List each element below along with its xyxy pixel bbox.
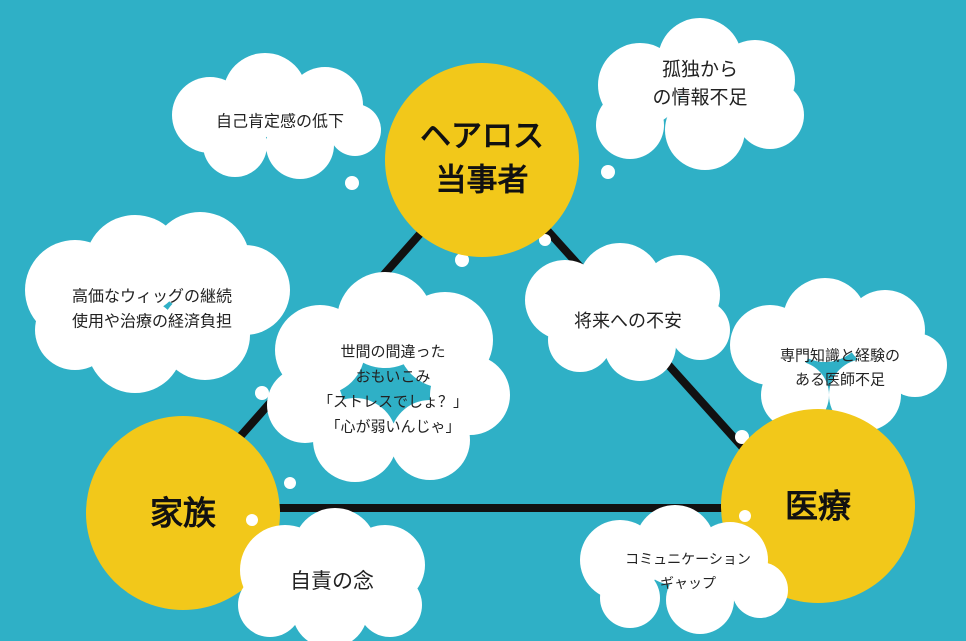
cloud-misconception-line-4: 「心が弱いんじゃ」 — [325, 418, 460, 436]
node-family: 家族 — [86, 416, 280, 610]
cloud-doctor-shortage-line-2: ある医師不足 — [795, 371, 885, 389]
cloud-misconception — [267, 253, 510, 489]
cloud-communication-gap-line-2: ギャップ — [660, 576, 716, 592]
cloud-wig-cost-line-2: 使用や治療の経済負担 — [72, 312, 232, 331]
cloud-future-line-1: 将来への不安 — [574, 311, 682, 332]
cloud-misconception-line-1: 世間の間違った — [340, 343, 445, 361]
cloud-self-esteem-line-1: 自己肯定感の低下 — [216, 112, 344, 131]
node-patient-line-1: ヘアロス — [420, 119, 544, 155]
cloud-communication-gap — [580, 505, 788, 634]
cloud-isolation-line-2: の情報不足 — [652, 87, 747, 109]
cloud-isolation-line-1: 孤独から — [662, 59, 738, 81]
cloud-communication-gap-line-1: コミュニケーション — [625, 552, 751, 568]
cloud-self-blame-line-1: 自責の念 — [290, 569, 374, 593]
cloud-wig-cost — [25, 212, 290, 400]
cloud-self-esteem — [172, 53, 381, 190]
node-medical: 医療 — [721, 409, 915, 603]
cloud-misconception-line-2: おもいこみ — [356, 368, 431, 386]
cloud-misconception-line-3: 「ストレスでしょ？」 — [318, 393, 468, 411]
cloud-doctor-shortage-line-1: 専門知識と経験の — [780, 347, 900, 365]
node-patient-line-2: 当事者 — [436, 163, 529, 199]
node-patient: ヘアロス 当事者 — [385, 63, 579, 257]
node-medical-label: 医療 — [785, 487, 852, 526]
cloud-self-blame — [238, 508, 425, 641]
cloud-wig-cost-line-1: 高価なウィッグの継続 — [72, 287, 232, 306]
cloud-isolation — [596, 18, 804, 179]
cloud-future — [525, 234, 730, 381]
node-family-label: 家族 — [150, 494, 216, 533]
